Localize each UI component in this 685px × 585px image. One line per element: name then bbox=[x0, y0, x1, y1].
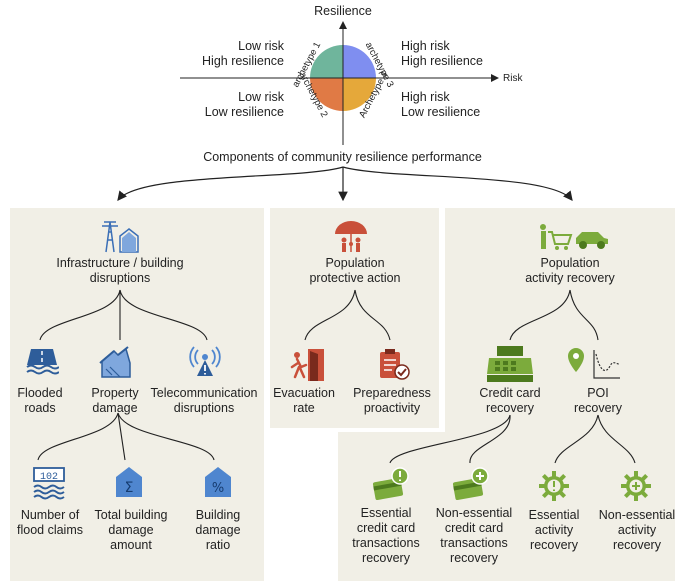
protective-tree bbox=[304, 289, 391, 341]
archetype-3-quadrant bbox=[343, 45, 376, 78]
sum-house-icon: Σ bbox=[116, 467, 142, 497]
components-title: Components of community resilience perfo… bbox=[203, 150, 482, 164]
clipboard-check-icon bbox=[380, 349, 410, 380]
shopping-car-icon bbox=[540, 224, 608, 250]
archetype-4-quadrant bbox=[343, 78, 376, 111]
card-exclamation-icon bbox=[372, 467, 409, 500]
svg-text:102: 102 bbox=[40, 472, 58, 483]
transmission-tower-house-icon bbox=[102, 221, 139, 253]
resilience-axis-label: Resilience bbox=[314, 4, 372, 18]
damaged-house-icon bbox=[99, 346, 131, 378]
signal-warning-icon bbox=[189, 346, 221, 376]
poi-chart-icon bbox=[568, 348, 620, 379]
component-arrows bbox=[117, 166, 573, 202]
gear-exclamation-icon bbox=[539, 471, 569, 501]
gear-plus-icon bbox=[621, 471, 651, 501]
percent-house-icon: % bbox=[205, 467, 231, 497]
claims-counter-icon: 102 bbox=[33, 467, 65, 500]
archetype-2-quadrant bbox=[310, 78, 343, 111]
umbrella-family-icon bbox=[335, 221, 367, 252]
activity-recovery-panel-top bbox=[445, 208, 675, 434]
activity-tree bbox=[389, 289, 636, 464]
activity-recovery-panel-bottom bbox=[338, 432, 675, 581]
archetype-1-quadrant bbox=[310, 45, 343, 78]
svg-text:%: % bbox=[212, 481, 224, 496]
infrastructure-panel bbox=[10, 208, 264, 581]
svg-text:Σ: Σ bbox=[125, 480, 134, 496]
evacuation-icon bbox=[290, 349, 324, 381]
risk-axis-label: Risk bbox=[503, 73, 523, 84]
infrastructure-tree bbox=[37, 289, 215, 461]
card-plus-icon bbox=[452, 467, 489, 500]
flooded-road-icon bbox=[26, 349, 59, 375]
protective-action-panel bbox=[270, 208, 439, 428]
cash-register-icon bbox=[487, 346, 533, 382]
